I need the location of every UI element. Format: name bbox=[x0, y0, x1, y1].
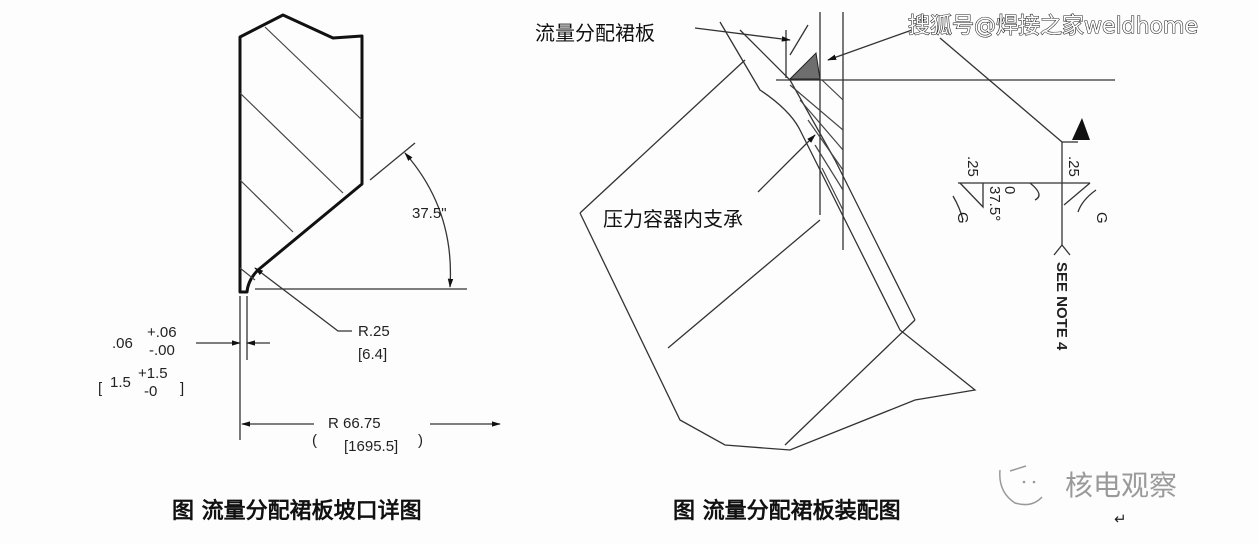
logo-text: 核电观察 bbox=[1065, 469, 1177, 502]
watermark-text: 搜狐号@焊接之家weldhome bbox=[908, 14, 1198, 39]
skirt-bevel bbox=[789, 24, 809, 56]
radius-dim-metric: [1695.5] bbox=[344, 438, 398, 455]
left-figure-bevel-detail: 37.5" R.25 [6.4] .06 +.06 -.00 [ 1.5 +1.… bbox=[98, 13, 501, 524]
gap-minus: -.00 bbox=[149, 342, 175, 359]
field-weld-flag-icon bbox=[1072, 118, 1090, 140]
support-section-line-1 bbox=[667, 219, 821, 349]
support-outline bbox=[579, 21, 977, 451]
left-figure-caption: 图 流量分配裙板坡口详图 bbox=[172, 498, 422, 524]
logo: 核电观察 ↵ bbox=[999, 465, 1177, 528]
ring-hatching bbox=[789, 79, 844, 211]
weld-fillet bbox=[788, 51, 821, 80]
radius-metric-label: [6.4] bbox=[358, 346, 387, 363]
finish-left: G bbox=[954, 212, 971, 224]
skirt-plate-outline bbox=[238, 13, 364, 294]
support-section-line-2 bbox=[784, 319, 916, 446]
weld-tail bbox=[1053, 243, 1071, 256]
paren-close: ) bbox=[418, 432, 423, 449]
finish-right: G bbox=[1093, 212, 1110, 224]
weld-symbol: .25 .25 0 37.5° G G SEE NOTE 4 bbox=[952, 118, 1110, 351]
gap-metric-plus: +1.5 bbox=[138, 365, 168, 382]
support-leader bbox=[757, 134, 816, 193]
angle-label: 37.5" bbox=[412, 205, 447, 222]
bracket-close: ] bbox=[180, 380, 184, 397]
gap-metric-nominal: 1.5 bbox=[110, 374, 131, 391]
skirt-leader bbox=[694, 27, 791, 42]
section-hatching bbox=[239, 26, 363, 281]
gap-nominal: .06 bbox=[112, 335, 133, 352]
support-upper-edge bbox=[579, 59, 746, 214]
radius-leader bbox=[254, 267, 352, 332]
weld-top-size: .25 bbox=[1065, 156, 1082, 177]
radius-label: R.25 bbox=[358, 323, 390, 340]
weld-left-size: .25 bbox=[964, 156, 981, 177]
bevel-symbol-left bbox=[959, 182, 984, 209]
weld-arrow bbox=[827, 29, 913, 61]
paren-open: ( bbox=[312, 432, 317, 449]
gap-metric-minus: -0 bbox=[144, 383, 157, 400]
angle-arc-small bbox=[1029, 182, 1040, 201]
radius-dim-label: R 66.75 bbox=[328, 415, 381, 432]
return-mark: ↵ bbox=[1114, 511, 1127, 528]
right-figure-caption: 图 流量分配裙板装配图 bbox=[673, 498, 901, 524]
contour-left bbox=[952, 195, 964, 221]
bracket-open: [ bbox=[98, 380, 103, 397]
right-figure-assembly: 流量分配裙板 压力容器内支承 .25 .25 0 37.5° G G SEE N… bbox=[535, 12, 1115, 524]
weld-leader bbox=[939, 37, 1063, 143]
contour-right bbox=[1077, 189, 1097, 213]
label-inner-support: 压力容器内支承 bbox=[603, 207, 743, 231]
weld-root-gap: 0 bbox=[1001, 186, 1018, 194]
bevel-extension-line bbox=[369, 142, 416, 181]
angle-arc bbox=[404, 152, 454, 288]
logo-smile-icon bbox=[999, 469, 1043, 506]
weld-tail-note: SEE NOTE 4 bbox=[1053, 262, 1070, 351]
gap-plus: +.06 bbox=[147, 324, 177, 341]
bevel-symbol-right bbox=[1063, 182, 1091, 206]
support-inner-line bbox=[739, 29, 916, 321]
label-skirt-plate: 流量分配裙板 bbox=[535, 21, 655, 45]
weld-angle: 37.5° bbox=[986, 186, 1003, 221]
